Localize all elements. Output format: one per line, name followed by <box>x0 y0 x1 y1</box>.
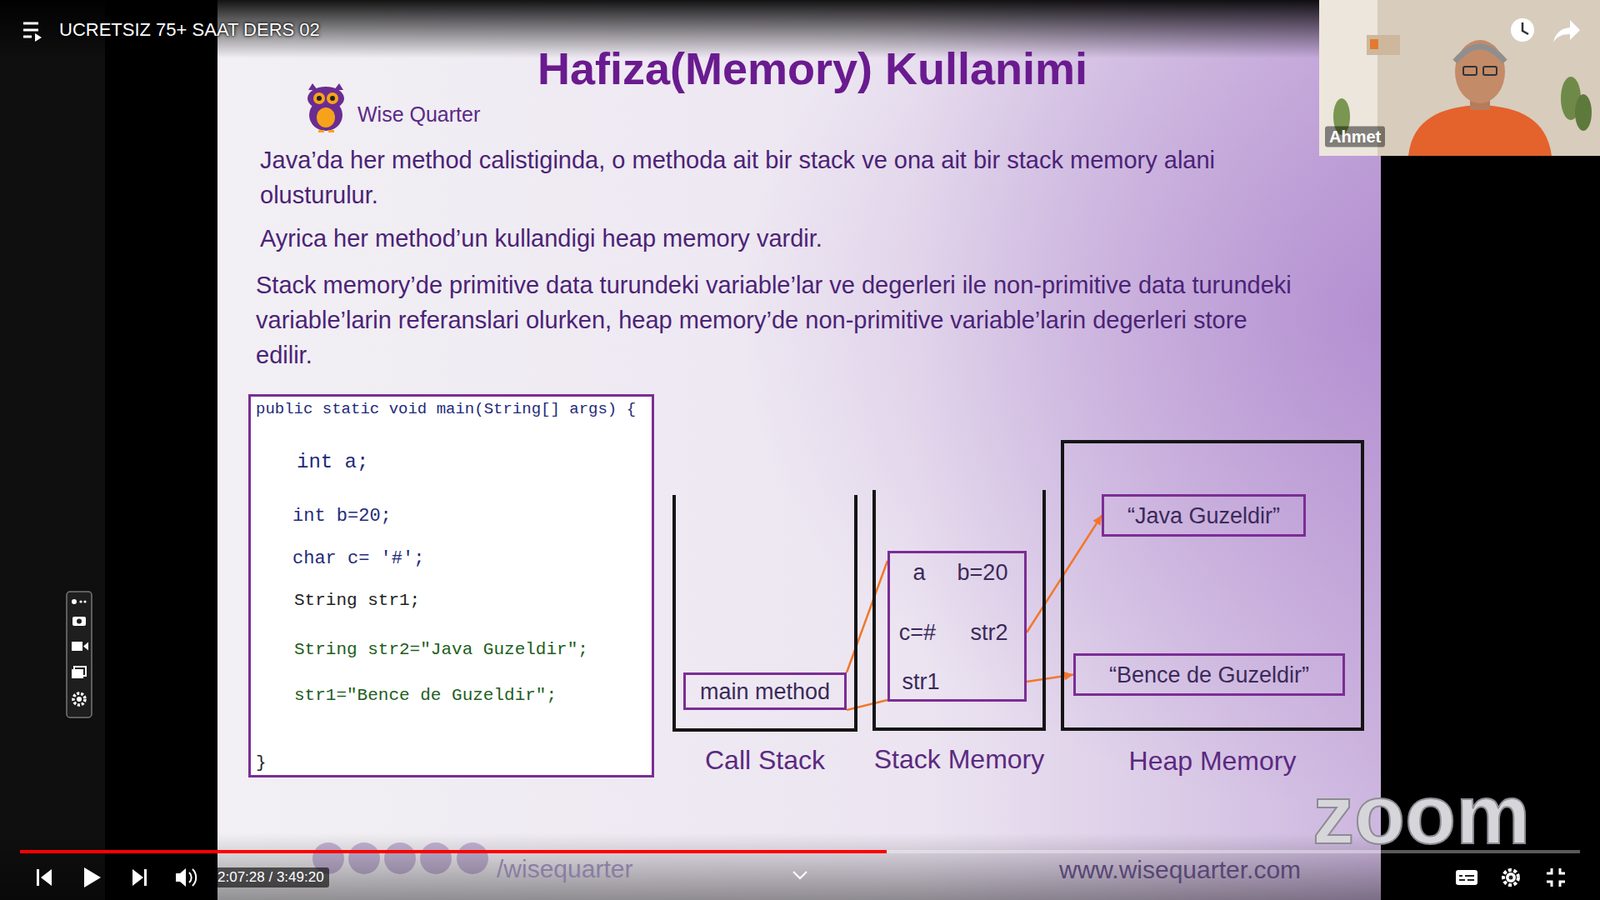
webcam-wall <box>1319 0 1600 156</box>
code-line: String str2="Java Guzeldir"; <box>294 640 589 660</box>
string-value: “Java Guzeldir” <box>1127 502 1280 529</box>
person-glasses <box>1483 66 1497 75</box>
watch-later-icon <box>1510 18 1535 42</box>
heap-memory: Heap Memory“Java Guzeldir”“Bence de Guze… <box>1060 440 1365 731</box>
stack-frame-box: a b=20 c=# str2 str1 <box>887 550 1027 702</box>
method-name: main method <box>700 678 830 705</box>
toolbar-dot <box>83 600 86 603</box>
slide-title: Hafiza(Memory) Kullanimi <box>537 42 1088 95</box>
wall-sign-logo <box>1370 39 1379 50</box>
time-display: 2:07:28 / 3:49:20 <box>212 867 330 888</box>
video-icon <box>71 641 83 651</box>
person-head <box>1455 40 1505 104</box>
owl-ears <box>308 83 344 90</box>
reference-arrow <box>1026 515 1102 634</box>
person-hair <box>1455 46 1505 62</box>
code-line: char c= '#'; <box>292 548 425 570</box>
frame-leader-line <box>846 560 888 673</box>
section-heading: Stack Memory <box>874 744 1045 775</box>
section-heading: Call Stack <box>705 745 825 776</box>
stack-memory: Stack Memoryab=20c=#str2str1 <box>872 490 1046 731</box>
code-line: str1="Bence de Guzeldir"; <box>294 685 557 705</box>
playlist-triangle <box>35 33 42 42</box>
code-line: } <box>255 753 267 773</box>
camera-lens <box>76 619 82 625</box>
captions-lines <box>1459 875 1475 880</box>
video-icon-tip <box>83 642 89 651</box>
owl-logo <box>307 83 345 133</box>
heap-object-box: “Java Guzeldir” <box>1101 494 1306 537</box>
reference-arrow <box>1026 675 1074 683</box>
logo-text: Wise Quarter <box>357 102 480 127</box>
slide-glow <box>217 0 1381 900</box>
owl-eye <box>326 92 339 105</box>
zoom-watermark: zoom <box>1312 776 1530 852</box>
section-heading: Heap Memory <box>1129 745 1297 777</box>
owl-head <box>307 86 345 110</box>
code-box: public static void main(String[] args) {… <box>248 394 655 778</box>
paragraph: Java’da her method calistiginda, o metho… <box>260 142 1306 213</box>
variable-name: a <box>912 560 925 586</box>
person-shirt <box>1408 105 1552 156</box>
social-handle: /wisequarter <box>496 855 633 884</box>
plant-leaf <box>1575 94 1592 131</box>
gear-hub <box>76 696 82 702</box>
share-icon <box>1553 20 1580 43</box>
player-side-panel <box>0 0 105 900</box>
call-stack: Call Stackmain method <box>672 495 858 732</box>
window-icon <box>71 669 84 679</box>
volume-speaker <box>175 868 186 887</box>
variable-name: str2 <box>970 620 1008 646</box>
toolbar-dot <box>79 600 82 603</box>
next-button <box>132 869 147 886</box>
play-button <box>84 867 101 888</box>
volume-waves <box>189 869 196 886</box>
playlist-icon <box>23 23 42 42</box>
exit-fullscreen-button <box>1546 868 1565 887</box>
floating-toolbar <box>66 591 92 718</box>
code-line: public static void main(String[] args) { <box>255 400 636 419</box>
gear-icon <box>73 693 85 705</box>
string-value: “Bence de Guzeldir” <box>1109 661 1310 688</box>
clock-face <box>1510 18 1535 42</box>
variable-name: c=# <box>899 620 936 646</box>
participant-name: Ahmet <box>1325 126 1385 148</box>
slide-background <box>217 0 1381 900</box>
paragraph: Ayrica her method’un kullandigi heap mem… <box>260 220 823 256</box>
owl-pupil <box>316 95 322 101</box>
captions-button <box>1455 870 1478 885</box>
owl-pupil <box>330 95 335 101</box>
method-box: main method <box>683 672 847 710</box>
clock-hands <box>1522 22 1529 35</box>
website-url: www.wisequarter.com <box>1059 855 1301 885</box>
heap-object-box: “Bence de Guzeldir” <box>1073 653 1345 696</box>
code-line: int a; <box>296 450 369 474</box>
paragraph: Stack memory’de primitive data turundeki… <box>255 267 1298 373</box>
frame-leader-line <box>846 700 888 710</box>
video-title: UCRETSIZ 75+ SAAT DERS 02 <box>59 19 320 41</box>
progress-played <box>20 850 887 854</box>
owl-eye <box>313 92 325 105</box>
previous-button <box>36 869 52 886</box>
toolbar-panel <box>66 591 92 718</box>
webcam-thumbnail <box>1319 0 1600 156</box>
variable-name: str1 <box>901 669 940 695</box>
owl-belly <box>316 107 335 128</box>
camera-icon <box>72 616 86 626</box>
variable-name: b=20 <box>957 560 1009 586</box>
chevron-icon <box>793 871 807 879</box>
settings-gear-body <box>1505 872 1516 883</box>
person-glasses <box>1463 66 1477 75</box>
settings-gear <box>1503 870 1519 885</box>
settings-gear-hole <box>1509 875 1514 880</box>
code-line: int b=20; <box>292 505 392 527</box>
toolbar-dot <box>71 599 77 605</box>
code-line: String str1; <box>294 590 420 610</box>
wall-sign <box>1366 35 1400 55</box>
owl-feet <box>318 130 335 133</box>
